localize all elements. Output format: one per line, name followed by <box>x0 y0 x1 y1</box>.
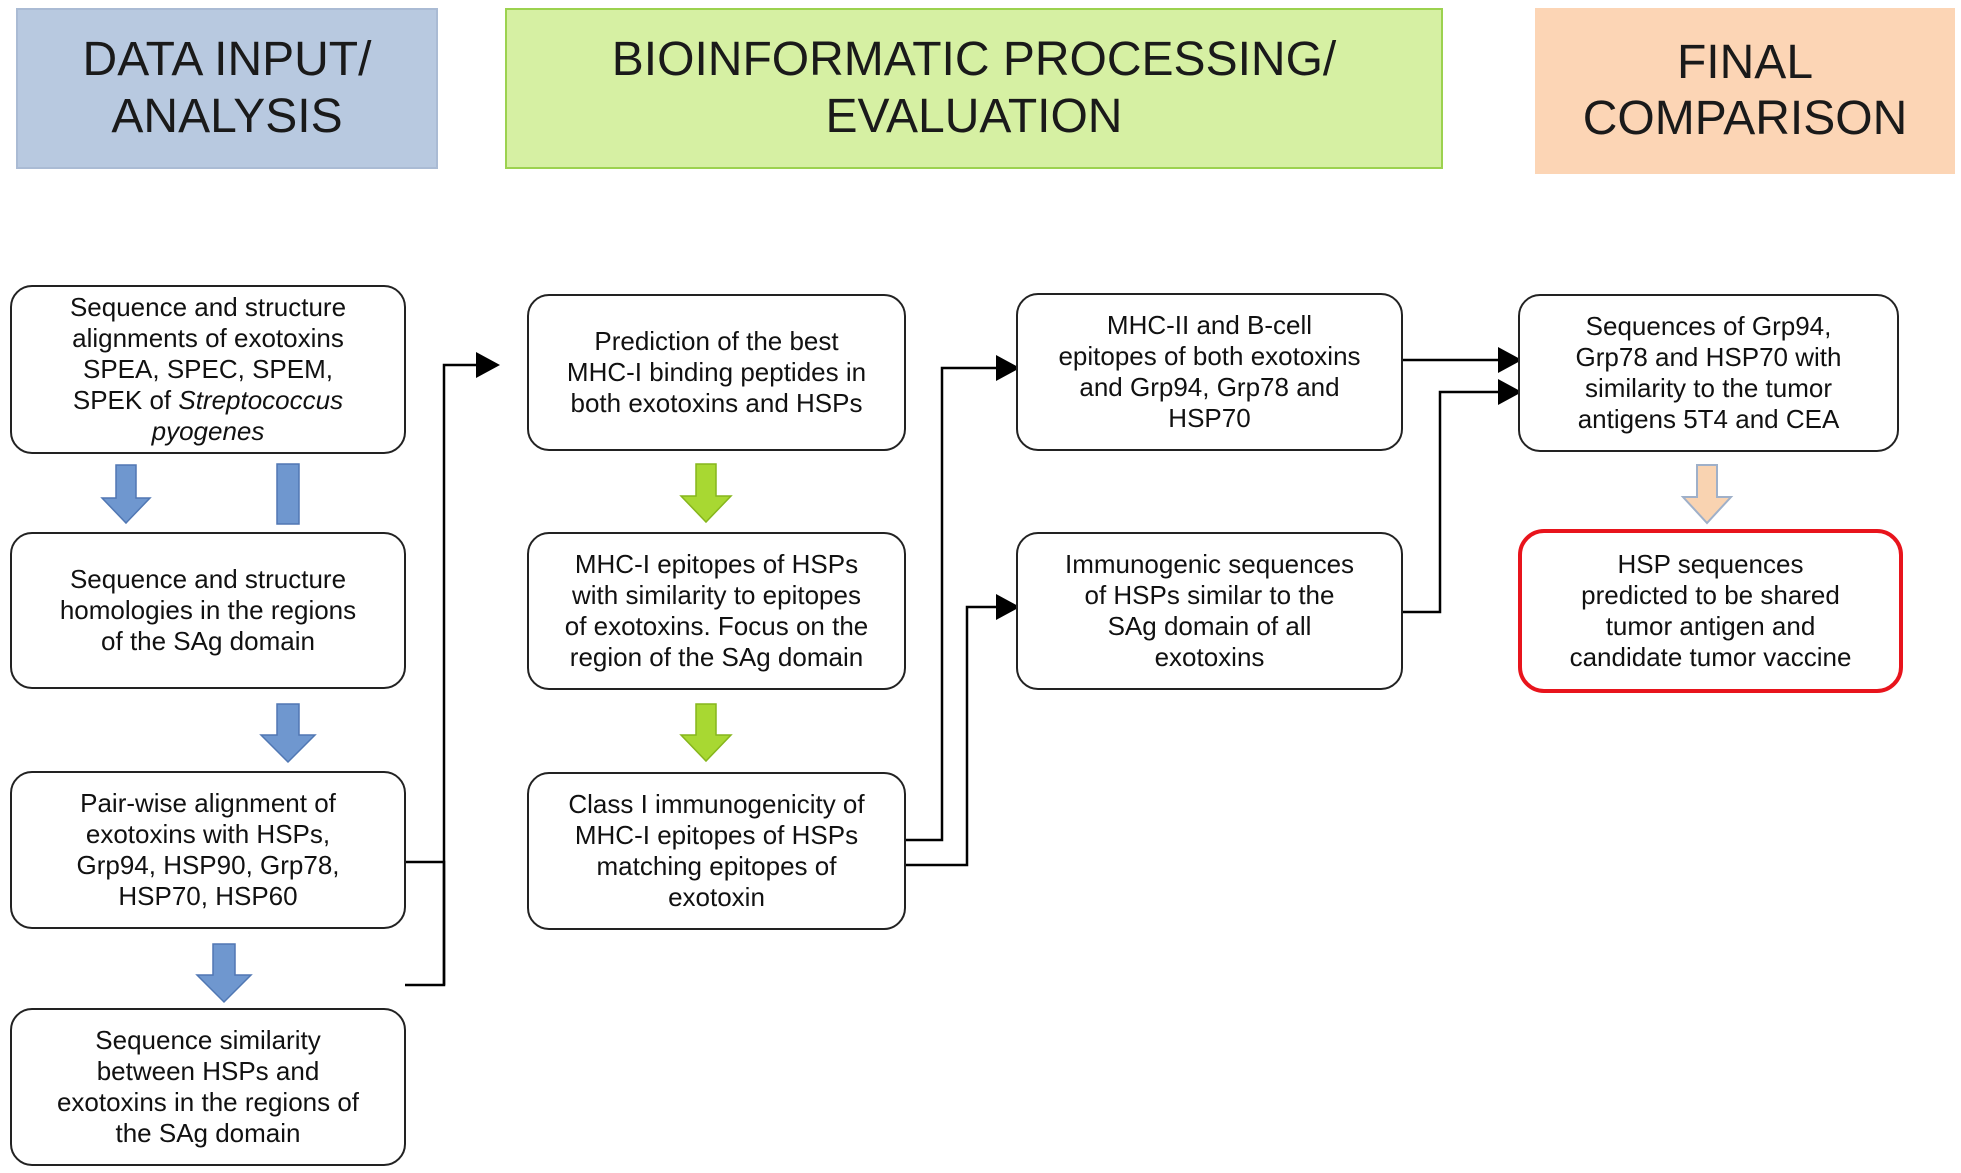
box-sequences-grp94-grp78-hsp70: Sequences of Grp94, Grp78 and HSP70 with… <box>1518 294 1899 452</box>
box-mhc1-epitopes: MHC-I epitopes of HSPs with similarity t… <box>527 532 906 690</box>
blue-bar-1 <box>276 463 300 525</box>
header-data-input-analysis: DATA INPUT/ ANALYSIS <box>16 8 438 169</box>
box-text-alignments: Sequence and structure alignments of exo… <box>69 291 347 416</box>
box-text-final: HSP sequences predicted to be shared tum… <box>1569 548 1852 673</box>
arrowhead-sequences-1 <box>1498 347 1522 373</box>
box-immunogenic-sequences: Immunogenic sequences of HSPs similar to… <box>1016 532 1403 690</box>
header-final-line2: COMPARISON <box>1582 92 1908 145</box>
arrowhead-immunogenic <box>996 594 1020 620</box>
box-text-immunogenic: Immunogenic sequences of HSPs similar to… <box>1064 548 1355 673</box>
green-arrow-2 <box>679 703 733 763</box>
box-text-sequences: Sequences of Grp94, Grp78 and HSP70 with… <box>1575 310 1842 435</box>
box-text-class1: Class I immunogenicity of MHC-I epitopes… <box>568 788 865 913</box>
header-bioinformatic-line1: BIOINFORMATIC PROCESSING/ <box>611 33 1337 87</box>
box-text-species: Streptococcus pyogenes <box>151 385 344 447</box>
header-bioinformatic-line2: EVALUATION <box>825 89 1123 143</box>
header-data-input-line2: ANALYSIS <box>111 89 343 143</box>
arrowhead-prediction <box>476 352 500 378</box>
box-class1-immunogenicity: Class I immunogenicity of MHC-I epitopes… <box>527 772 906 930</box>
connector-pairwise <box>405 860 446 987</box>
header-bioinformatic-processing: BIOINFORMATIC PROCESSING/ EVALUATION <box>505 8 1443 169</box>
header-data-input-line1: DATA INPUT/ <box>82 33 372 87</box>
box-text-homologies: Sequence and structure homologies in the… <box>59 563 357 657</box>
green-arrow-1 <box>679 463 733 524</box>
box-hsp-candidate-vaccine: HSP sequences predicted to be shared tum… <box>1518 529 1903 693</box>
box-sequence-structure-alignments: Sequence and structure alignments of exo… <box>10 285 406 454</box>
box-prediction-mhc1: Prediction of the best MHC-I binding pep… <box>527 294 906 451</box>
box-text-similarity: Sequence similarity between HSPs and exo… <box>56 1024 360 1149</box>
blue-arrow-2 <box>259 703 317 764</box>
connector-immunogenic-to-sequences <box>1402 390 1500 614</box>
connector-class1-to-immunogenic <box>905 605 1000 867</box>
box-text-mhc1-epitopes: MHC-I epitopes of HSPs with similarity t… <box>564 548 869 673</box>
arrowhead-mhc2 <box>996 355 1020 381</box>
box-text-mhc2: MHC-II and B-cell epitopes of both exoto… <box>1058 309 1361 434</box>
arrowhead-sequences-2 <box>1498 379 1522 405</box>
peach-arrow <box>1680 464 1734 525</box>
box-pairwise-alignment: Pair-wise alignment of exotoxins with HS… <box>10 771 406 929</box>
box-sequence-similarity: Sequence similarity between HSPs and exo… <box>10 1008 406 1166</box>
blue-arrow-1 <box>100 464 152 525</box>
box-mhc2-bcell-epitopes: MHC-II and B-cell epitopes of both exoto… <box>1016 293 1403 451</box>
blue-arrow-3 <box>195 943 253 1004</box>
header-final-comparison: FINAL COMPARISON <box>1535 8 1955 174</box>
box-text-prediction: Prediction of the best MHC-I binding pep… <box>566 325 867 419</box>
connector-to-prediction <box>442 363 494 985</box>
box-sequence-structure-homologies: Sequence and structure homologies in the… <box>10 532 406 689</box>
box-text-pairwise: Pair-wise alignment of exotoxins with HS… <box>76 787 340 912</box>
connector-class1-to-mhc2 <box>905 366 1000 842</box>
header-final-line1: FINAL <box>1676 35 1814 89</box>
